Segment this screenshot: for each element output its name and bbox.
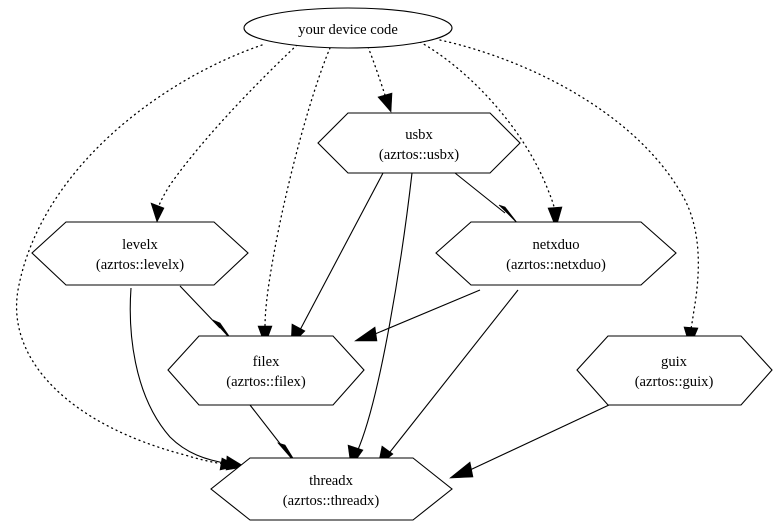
edge-guix-to-threadx <box>449 404 610 479</box>
node-filex-label-line2: (azrtos::filex) <box>226 374 306 390</box>
node-threadx[interactable]: threadx (azrtos::threadx) <box>210 457 453 521</box>
node-guix-label-line1: guix <box>661 354 688 370</box>
edge-device-to-usbx <box>367 46 393 113</box>
edge-filex-to-threadx <box>249 404 299 467</box>
edge-device-to-levelx <box>150 44 298 223</box>
edge-usbx-to-netxduo <box>454 172 520 226</box>
node-threadx-label-line2: (azrtos::threadx) <box>283 493 380 509</box>
node-threadx-label-line1: threadx <box>309 473 353 489</box>
edge-levelx-to-filex <box>179 285 235 344</box>
node-netxduo-label-line1: netxduo <box>532 237 579 253</box>
edge-device-to-filex <box>257 47 331 346</box>
node-your-device-code-label: your device code <box>298 22 398 38</box>
edge-usbx-to-threadx <box>347 172 413 468</box>
edge-usbx-to-filex <box>290 172 384 346</box>
node-usbx-label-line1: usbx <box>405 127 433 143</box>
node-netxduo-label-line2: (azrtos::netxduo) <box>506 257 606 273</box>
node-your-device-code[interactable]: your device code <box>243 7 453 49</box>
node-filex-label-line1: filex <box>253 354 280 370</box>
node-filex[interactable]: filex (azrtos::filex) <box>167 335 365 406</box>
edge-netxduo-to-threadx <box>377 289 519 467</box>
edge-device-to-netxduo <box>419 41 563 229</box>
node-netxduo[interactable]: netxduo (azrtos::netxduo) <box>435 221 677 286</box>
node-usbx-label-line2: (azrtos::usbx) <box>379 147 459 163</box>
node-guix[interactable]: guix (azrtos::guix) <box>576 335 773 406</box>
node-levelx-label-line2: (azrtos::levelx) <box>96 257 184 273</box>
edge-device-to-guix <box>439 39 699 348</box>
node-levelx-label-line1: levelx <box>122 237 158 253</box>
edge-netxduo-to-filex <box>354 289 481 342</box>
node-usbx[interactable]: usbx (azrtos::usbx) <box>317 112 521 174</box>
node-levelx[interactable]: levelx (azrtos::levelx) <box>31 221 249 286</box>
node-guix-label-line2: (azrtos::guix) <box>635 374 714 390</box>
